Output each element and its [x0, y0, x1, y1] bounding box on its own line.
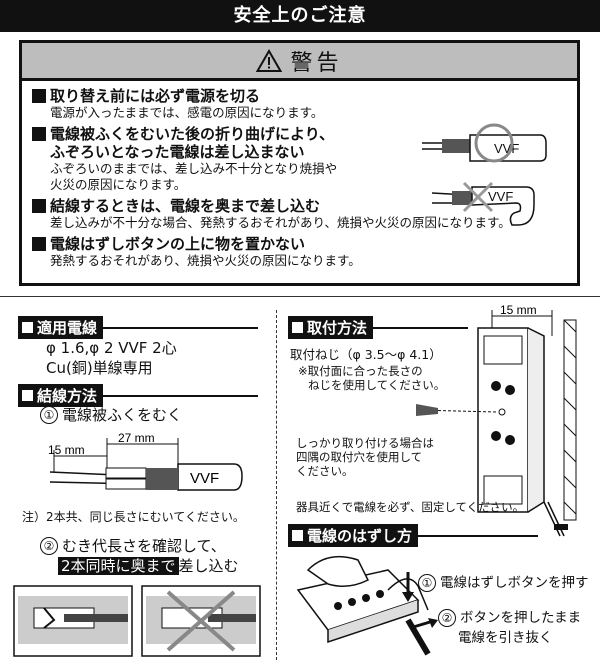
corner-note-2: 四隅の取付穴を使用して: [296, 450, 423, 464]
warning-item-body: 火災の原因になります。: [50, 177, 187, 192]
wire-fix-note: 器具近くで電線を必ず、固定してください。: [296, 500, 525, 514]
connection-note: 注）2本共、同じ長さにむいてください。: [22, 510, 245, 524]
connection-heading: 結線方法: [18, 384, 258, 407]
removal-heading: 電線のはずし方: [288, 524, 538, 547]
warning-item-2: 電線被ふくをむいた後の折り曲げにより、 ふぞろいとなった電線は差し込まない ふぞ…: [32, 125, 432, 193]
dim-27mm-label: 27 mm: [118, 431, 155, 445]
step-text: 電線はずしボタンを押す: [440, 574, 589, 591]
step-number: ①: [40, 406, 58, 424]
warning-item-head-cont: ふぞろいとなった電線は差し込まない: [50, 143, 305, 161]
removal-illustration: [296, 555, 431, 656]
section-title: 電線のはずし方: [307, 527, 413, 545]
warning-item-body: 電源が入ったままでは、感電の原因になります。: [50, 105, 324, 120]
section-divider: [0, 296, 600, 297]
warning-item-head: 結線するときは、電線を奥まで差し込む: [50, 197, 321, 215]
bent-wire-ng-illustration: VVF: [431, 181, 535, 226]
highlight-text: 2本同時に奥まで: [58, 557, 179, 575]
warning-item-head: 取り替え前には必ず電源を切る: [50, 87, 261, 105]
dim-15mm-label: 15 mm: [500, 303, 537, 317]
mounting-illustration: 15 mm: [416, 303, 577, 537]
straight-wire-ok-illustration: VVF: [422, 123, 547, 163]
warning-item-body: ふぞろいのままでは、差し込み不十分となり焼損や: [50, 161, 338, 176]
pull-arrow-icon: [409, 618, 438, 630]
step-text: 差し込む: [178, 557, 239, 575]
page-title: 安全上のご注意: [0, 0, 600, 32]
bullet-square-icon: [32, 237, 46, 251]
connection-step1: ① 電線被ふくをむく: [40, 406, 182, 424]
column-divider: [276, 310, 277, 660]
stripped-wire-illustration: 27 mm 15 mm VVF: [48, 431, 243, 491]
insertion-ng-illustration: [141, 585, 261, 657]
connection-step2: ② むき代長さを確認して、: [40, 537, 226, 555]
vvf-label: VVF: [190, 470, 219, 487]
dim-15mm-label: 15 mm: [48, 443, 85, 457]
step-number: ①: [418, 574, 436, 592]
section-title: 結線方法: [37, 387, 98, 405]
corner-note-1: しっかり取り付ける場合は: [296, 436, 434, 450]
warning-item-head: 電線はずしボタンの上に物を置かない: [50, 235, 306, 253]
bullet-square-icon: [32, 199, 46, 213]
bullet-square-icon: [32, 127, 46, 141]
section-title: 取付方法: [307, 319, 368, 337]
ok-circle-icon: [474, 123, 514, 163]
removal-step2-line2: 電線を引き抜く: [458, 630, 553, 646]
warning-item-head: 電線被ふくをむいた後の折り曲げにより、: [50, 125, 335, 143]
warning-item-body: 発熱するおそれがあり、焼損や火災の原因になります。: [50, 253, 361, 268]
insertion-ok-illustration: [13, 585, 133, 657]
screw-note-2: ねじを使用してください。: [308, 378, 446, 392]
warning-item-1: 取り替え前には必ず電源を切る 電源が入ったままでは、感電の原因になります。: [32, 87, 432, 121]
push-arrow-icon: [402, 572, 414, 602]
vvf-label: VVF: [488, 189, 513, 204]
removal-step2: ② ボタンを押したまま: [438, 609, 581, 627]
wire-spec-line1: φ 1.6,φ 2 VVF 2心: [46, 339, 177, 357]
corner-note-3: ください。: [296, 464, 354, 478]
step-text: むき代長さを確認して、: [62, 536, 226, 555]
warning-title: 警告: [290, 50, 343, 76]
warning-box: 警告 取り替え前には必ず電源を切る 電源が入ったままでは、感電の原因になります。…: [19, 40, 580, 286]
wire-spec-heading: 適用電線: [18, 316, 258, 339]
step-text: 電線被ふくをむく: [62, 405, 183, 424]
warning-item-4: 電線はずしボタンの上に物を置かない 発熱するおそれがあり、焼損や火災の原因になり…: [32, 235, 572, 269]
warning-item-3: 結線するときは、電線を奥まで差し込む 差し込みが不十分な場合、発熱するおそれがあ…: [32, 197, 572, 231]
mounting-heading: 取付方法: [288, 316, 468, 339]
step-number: ②: [40, 537, 58, 555]
screw-spec: 取付ねじ（φ 3.5〜φ 4.1）: [290, 347, 442, 362]
warning-item-body: 差し込みが不十分な場合、発熱するおそれがあり、焼損や火災の原因になります。: [50, 215, 511, 230]
screw-note-1: ※取付面に合った長さの: [298, 364, 423, 378]
warning-triangle-icon: [256, 48, 283, 72]
connection-step2-line2: 2本同時に奥まで差し込む: [58, 557, 239, 575]
warning-header: 警告: [22, 43, 577, 81]
step-number: ②: [438, 609, 456, 627]
section-title: 適用電線: [37, 319, 98, 337]
step-text: ボタンを押したまま: [460, 609, 582, 626]
wire-spec-line2: Cu(銅)単線専用: [46, 359, 153, 377]
removal-step1: ① 電線はずしボタンを押す: [418, 574, 589, 592]
bullet-square-icon: [32, 89, 46, 103]
